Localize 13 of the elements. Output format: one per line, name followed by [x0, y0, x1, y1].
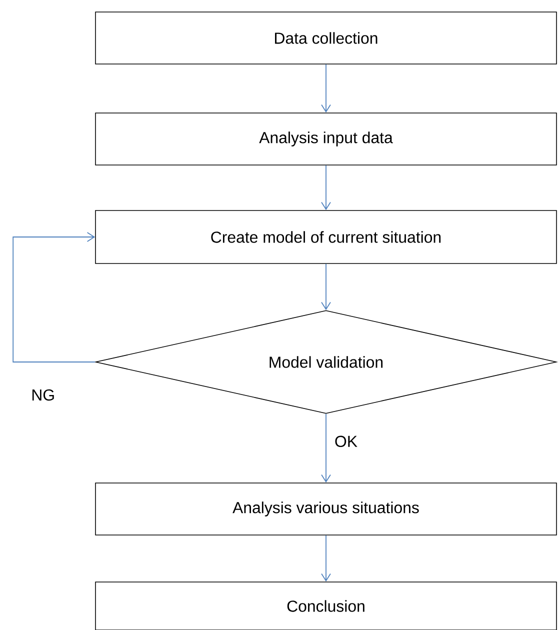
arrow [321, 64, 331, 113]
arrow [321, 263, 331, 310]
edge-label: OK [333, 434, 358, 448]
edge-label: NG [30, 388, 56, 402]
arrow [321, 413, 331, 483]
arrow [321, 534, 331, 582]
process-box: Create model of current situation [95, 210, 557, 264]
process-box: Conclusion [95, 582, 557, 630]
process-box: Analysis various situations [95, 482, 557, 536]
arrow [12, 232, 96, 362]
process-box: Analysis input data [95, 112, 557, 166]
arrow [321, 164, 331, 210]
process-box: Data collection [95, 12, 557, 64]
